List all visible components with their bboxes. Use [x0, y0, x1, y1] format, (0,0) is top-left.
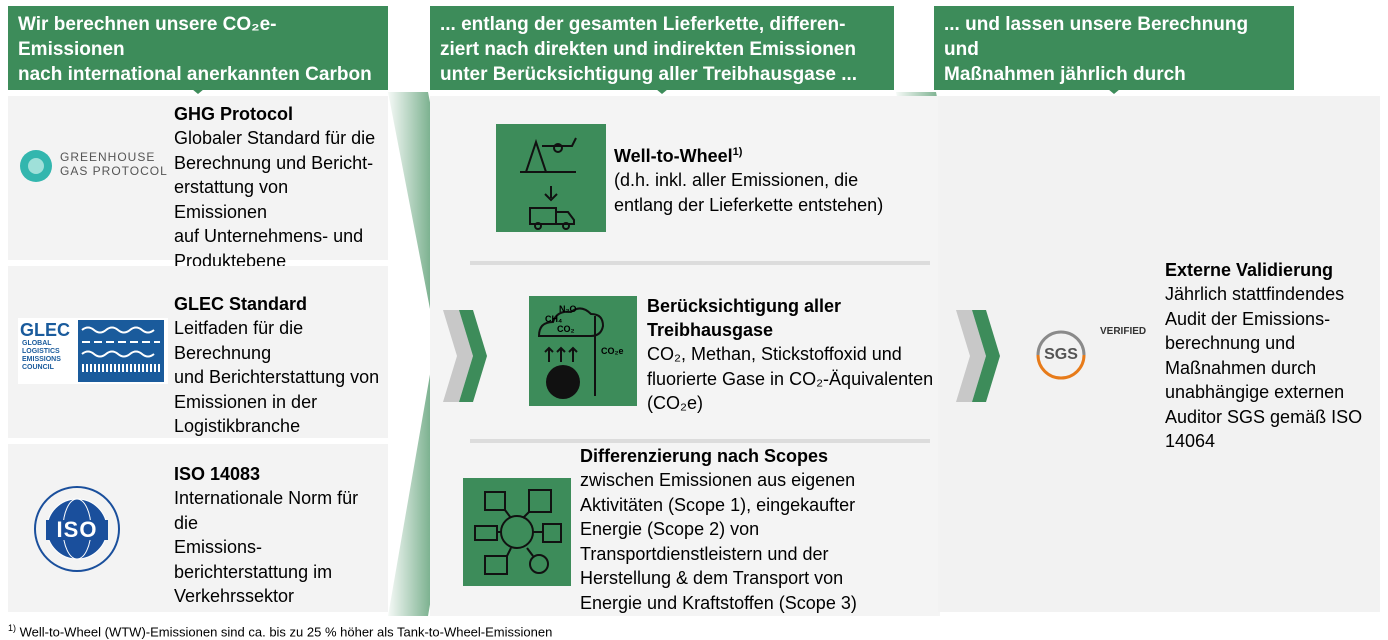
ghg-title: GHG Protocol	[174, 104, 294, 124]
standard-row-ghg: GREENHOUSE GAS PROTOCOL GHG Protocol Glo…	[8, 96, 388, 271]
glec-title: GLEC Standard	[174, 294, 308, 314]
validation-title: Externe Validierung	[1165, 260, 1334, 280]
chevron-arrow-icon	[443, 310, 487, 402]
well-to-wheel-icon	[496, 124, 606, 232]
chevron-arrow-icon	[956, 310, 1000, 402]
footnote-marker: 1)	[8, 623, 17, 633]
gas-label-co2e: CO₂e	[601, 346, 624, 356]
glec-text: GLEC Standard Leitfaden für die Berechnu…	[174, 292, 386, 439]
well-to-wheel-body: (d.h. inkl. aller Emissionen, die entlan…	[614, 170, 884, 215]
validation-panel	[938, 96, 1380, 612]
sgs-logo: SGS VERIFIED	[1028, 322, 1156, 388]
iso-logo-text: ISO	[56, 517, 98, 542]
gas-label-ch4: CH₄	[545, 314, 563, 324]
ghg-body: Globaler Standard für die Berechnung und…	[174, 128, 376, 271]
iso-text: ISO 14083 Internationale Norm für die Em…	[174, 462, 386, 609]
iso-logo: ISO	[32, 484, 122, 574]
ghg-logo: GREENHOUSE GAS PROTOCOL	[18, 144, 168, 188]
gas-label-co2: CO₂	[557, 324, 575, 334]
footnote: 1) Well-to-Wheel (WTW)-Emissionen sind c…	[8, 620, 552, 640]
ghg-logo-text: GREENHOUSE GAS PROTOCOL	[60, 150, 168, 178]
header-supply-chain-text: ... entlang der gesamten Lieferkette, di…	[440, 14, 858, 85]
glec-logo-text: GLEC	[20, 320, 71, 340]
scope-divider-1	[470, 261, 930, 265]
ghg-circle-icon	[20, 150, 52, 182]
header-validation-pointer	[1102, 84, 1126, 94]
header-validation: ... und lassen unsere Berechnung und Maß…	[934, 6, 1294, 135]
scope-divider-2	[470, 439, 930, 443]
scopes-text: Differenzierung nach Scopes zwischen Emi…	[580, 444, 892, 615]
iso-title: ISO 14083	[174, 464, 261, 484]
well-to-wheel-title: Well-to-Wheel1)	[614, 146, 743, 166]
scopes-body: zwischen Emissionen aus eigenen Aktivitä…	[580, 470, 857, 613]
iso-globe-icon	[34, 486, 120, 572]
standard-row-glec: GLEC GLOBAL LOGISTICS EMISSIONS COUNCIL …	[8, 266, 388, 438]
header-standards: Wir berechnen unsere CO₂e-Emissionen nac…	[8, 6, 388, 110]
footnote-text: Well-to-Wheel (WTW)-Emissionen sind ca. …	[16, 624, 553, 640]
glec-waves-icon	[78, 320, 164, 382]
greenhouse-gas-icon: N₂O CH₄ CO₂ CO₂e	[529, 296, 637, 406]
scopes-icon	[463, 478, 571, 586]
validation-body: Jährlich stattfindendes Audit der Emissi…	[1165, 284, 1363, 451]
glec-logo-subtext: GLOBAL LOGISTICS EMISSIONS COUNCIL	[22, 340, 61, 371]
glec-body: Leitfaden für die Berechnung und Bericht…	[174, 318, 380, 436]
standard-row-iso: ISO ISO 14083 Internationale Norm für di…	[8, 444, 388, 612]
ghg-text: GHG Protocol Globaler Standard für die B…	[174, 102, 384, 273]
gas-label-n2o: N₂O	[559, 304, 577, 314]
greenhouse-gas-body: CO₂, Methan, Stickstoffoxid und fluorier…	[647, 344, 934, 413]
sgs-verified-badge: VERIFIED	[1100, 326, 1147, 337]
sgs-logo-text: SGS	[1044, 346, 1078, 363]
well-to-wheel-text: Well-to-Wheel1) (d.h. inkl. aller Emissi…	[614, 140, 934, 217]
greenhouse-gas-title: Berücksichtigung aller Treibhausgase	[647, 296, 842, 340]
iso-body: Internationale Norm für die Emissions- b…	[174, 488, 359, 606]
glec-logo: GLEC GLOBAL LOGISTICS EMISSIONS COUNCIL	[18, 318, 168, 384]
header-supply-chain-pointer	[650, 84, 674, 94]
sgs-ring-icon	[1036, 330, 1086, 380]
header-standards-pointer	[186, 84, 210, 94]
validation-text: Externe Validierung Jährlich stattfinden…	[1165, 258, 1375, 454]
greenhouse-gas-text: Berücksichtigung aller Treibhausgase CO₂…	[647, 294, 939, 416]
scopes-title: Differenzierung nach Scopes	[580, 446, 829, 466]
header-supply-chain: ... entlang der gesamten Lieferkette, di…	[430, 6, 894, 90]
well-to-wheel-footnote-ref: 1)	[732, 146, 743, 158]
